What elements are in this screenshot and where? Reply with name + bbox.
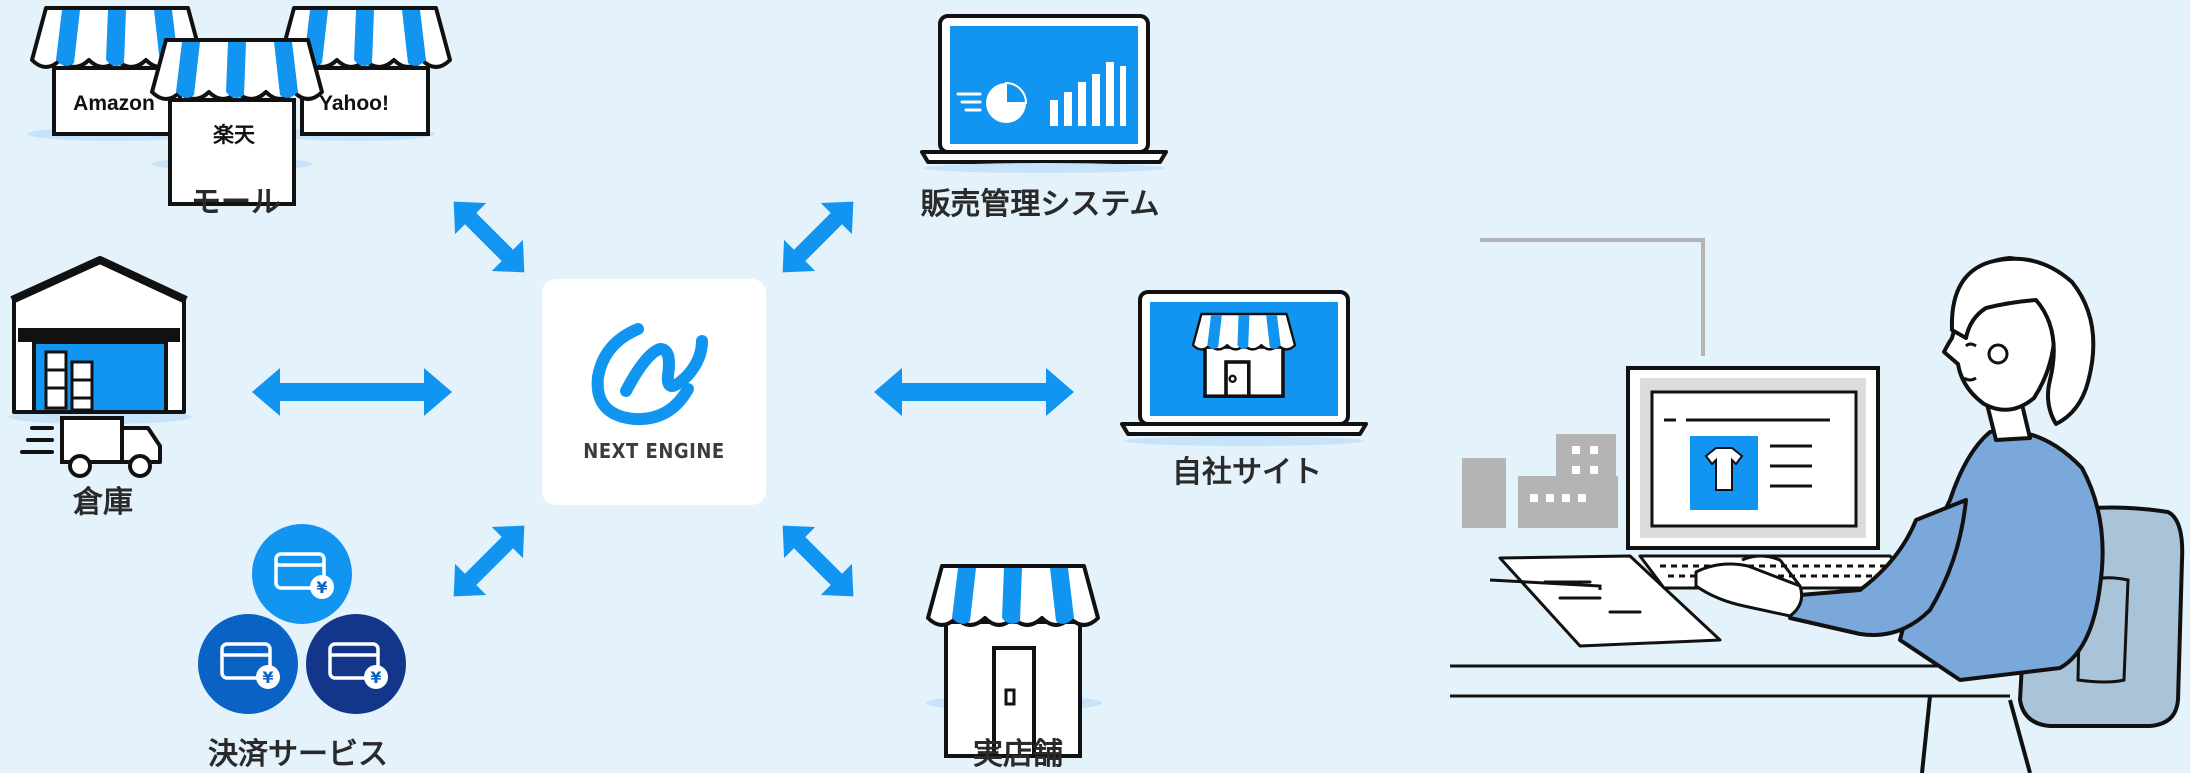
arrow-physical-store [767,510,869,612]
rakuten-store-icon: 楽天 [150,38,324,206]
credit-card-yen-icon [252,524,352,624]
mall-label: モール [191,185,281,220]
warehouse-label: 倉庫 [72,485,133,520]
payment-icons [198,524,406,714]
yahoo-label: Yahoo! [319,92,389,115]
arrow-warehouse [252,368,452,416]
arrow-sales-system [767,186,869,288]
storefront-icon [926,564,1102,758]
mall-stores-icon: Amazon Yahoo! 楽天 [27,6,452,206]
arrow-payment [438,510,540,612]
laptop-chart-icon [920,14,1168,173]
payment-label: 決済サービス [208,737,388,772]
physical-store-label: 実店舗 [973,737,1063,772]
arrow-own-site [874,368,1074,416]
rakuten-label: 楽天 [213,123,256,147]
yahoo-store-icon: Yahoo! [278,6,452,136]
next-engine-hub: NEXT ENGINE [542,279,766,505]
next-engine-logo-icon [591,323,708,426]
credit-card-yen-icon [306,614,406,714]
credit-card-yen-icon [198,614,298,714]
amazon-store-icon: Amazon [30,6,204,136]
next-engine-label: NEXT ENGINE [583,439,725,463]
arrow-mall [438,186,540,288]
operator-illustration [1450,238,2185,773]
warehouse-truck-icon [8,256,192,478]
own-site-label: 自社サイト [1172,455,1322,490]
laptop-storefront-icon [1120,290,1368,446]
amazon-label: Amazon [73,92,155,115]
sales-system-label: 販売管理システム [920,187,1159,222]
